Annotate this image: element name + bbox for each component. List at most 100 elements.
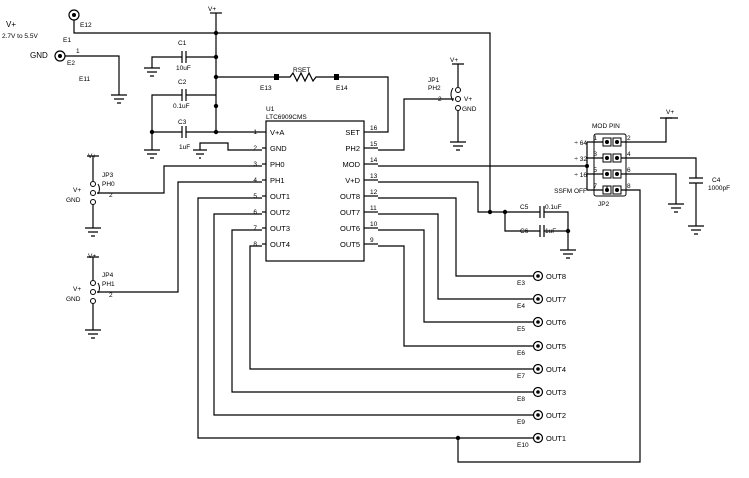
net-out8 — [378, 197, 534, 277]
ic-pin-name: OUT2 — [270, 208, 290, 217]
supply-pad: E1 — [63, 37, 71, 44]
gnd-input-wire — [65, 55, 120, 95]
supply-range: 2.7V to 5.5V — [2, 33, 38, 40]
ic-pin-number: 4 — [253, 177, 257, 184]
svg-text:0.1uF: 0.1uF — [545, 204, 562, 211]
output-pad: E6 — [517, 350, 525, 357]
ic-pin-number: 16 — [370, 125, 378, 132]
ic-pin-name: PH2 — [345, 144, 360, 153]
output-pad: E7 — [517, 373, 525, 380]
svg-text:E14: E14 — [336, 85, 348, 92]
ic-body — [265, 120, 365, 262]
ic-pin-number: 10 — [370, 221, 378, 228]
vd-wire — [378, 181, 569, 231]
output-terminal-center — [536, 344, 540, 348]
ic-pin-number: 14 — [370, 157, 378, 164]
svg-text:PH2: PH2 — [428, 85, 441, 92]
jumper-jp3: JP3 PH0 V+ V+ GND 2 — [66, 153, 262, 237]
svg-text:GND: GND — [66, 296, 81, 303]
output-terminal-center — [536, 320, 540, 324]
jp2-pin-number: 6 — [627, 167, 631, 174]
supply-pad2: E12 — [80, 22, 92, 29]
output-label: OUT6 — [546, 318, 566, 327]
svg-text:C5: C5 — [520, 204, 529, 211]
ic-pin-name: OUT5 — [340, 240, 360, 249]
output-pad: E10 — [517, 442, 529, 449]
ic-pin-number: 13 — [370, 173, 378, 180]
output-nets — [197, 197, 534, 441]
jp2-pin-number: 1 — [593, 135, 597, 142]
jp2-pin-number: 5 — [593, 167, 597, 174]
ic-pin-number: 15 — [370, 141, 378, 148]
ic-pin-name: OUT4 — [270, 240, 290, 249]
jp2-out1-wire — [457, 189, 641, 463]
ic-pin-name: OUT1 — [270, 192, 290, 201]
svg-text:GND: GND — [66, 197, 81, 204]
jp2-pin-number: 3 — [593, 151, 597, 158]
svg-text:JP2: JP2 — [598, 201, 610, 208]
jp2-row-label: ÷ 64 — [574, 140, 587, 147]
supply-rail-wire — [73, 20, 491, 209]
jp2-pin-number: 2 — [627, 135, 631, 142]
net-out7 — [378, 213, 534, 300]
supply-label: V+ — [6, 20, 16, 29]
jp2-c4-wire — [630, 157, 697, 178]
svg-text:C3: C3 — [178, 119, 187, 126]
net-out4 — [249, 245, 534, 370]
gnd-terminal: GND 1 E2 E11 — [30, 48, 90, 83]
svg-text:MOD PIN: MOD PIN — [592, 123, 620, 130]
svg-text:V+: V+ — [666, 109, 674, 116]
svg-text:JP4: JP4 — [102, 272, 114, 279]
output-terminals: OUT8E3OUT7E4OUT6E5OUT5E6OUT4E7OUT3E8OUT2… — [517, 270, 566, 449]
jp2-row-label: SSFM OFF — [554, 188, 587, 195]
vplus-top: V+ — [208, 6, 222, 33]
svg-text:PH1: PH1 — [102, 281, 115, 288]
ic-pin-number: 11 — [370, 205, 377, 212]
output-label: OUT4 — [546, 365, 566, 374]
svg-text:V+: V+ — [73, 286, 81, 293]
supply-terminal: V+ 2.7V to 5.5V E1 E12 — [2, 9, 92, 44]
output-pad: E5 — [517, 326, 525, 333]
gnd-pin: 1 — [76, 48, 80, 55]
output-terminal-center — [536, 436, 540, 440]
svg-text:V+: V+ — [450, 57, 458, 64]
ic-pin-number: 9 — [370, 237, 374, 244]
output-pad: E9 — [517, 419, 525, 426]
svg-text:JP3: JP3 — [102, 172, 114, 179]
output-terminal-center — [536, 413, 540, 417]
svg-text:V+: V+ — [208, 6, 216, 13]
ic-pin-name: OUT7 — [340, 208, 360, 217]
ic-pin-name: OUT6 — [340, 224, 360, 233]
ic-ref: U1 — [266, 106, 275, 113]
jp2-row-label: ÷ 16 — [574, 172, 587, 179]
header-pin — [615, 156, 619, 160]
output-pad: E4 — [517, 303, 525, 310]
svg-text:0.1uF: 0.1uF — [173, 103, 190, 110]
svg-text:GND: GND — [462, 106, 477, 113]
header-pin — [615, 188, 619, 192]
net-out6 — [378, 229, 534, 323]
output-label: OUT1 — [546, 434, 566, 443]
svg-text:2: 2 — [109, 292, 113, 299]
ic-pin-name: OUT8 — [340, 192, 360, 201]
gnd-pad2: E11 — [79, 76, 90, 83]
svg-text:V+: V+ — [464, 96, 472, 103]
ic-part: LTC6909CMS — [266, 114, 307, 121]
capacitor-c1: C1 10uF — [144, 40, 216, 77]
svg-text:C2: C2 — [178, 79, 187, 86]
svg-text:2: 2 — [109, 192, 113, 199]
ic-gnd-wire — [199, 142, 262, 151]
svg-text:C4: C4 — [712, 177, 721, 184]
capacitor-c4: C4 1000pF — [688, 177, 730, 235]
svg-text:1uF: 1uF — [179, 144, 190, 151]
svg-text:1000pF: 1000pF — [708, 185, 730, 192]
gnd-pad: E2 — [67, 60, 75, 67]
header-pin — [605, 140, 609, 144]
capacitor-c2: C2 0.1uF — [151, 79, 216, 131]
output-pad: E8 — [517, 396, 525, 403]
svg-text:JP1: JP1 — [428, 77, 440, 84]
jumper-jp4: JP4 PH1 V+ V+ GND 2 — [66, 181, 262, 339]
jp2-gnd-wire — [630, 173, 677, 204]
